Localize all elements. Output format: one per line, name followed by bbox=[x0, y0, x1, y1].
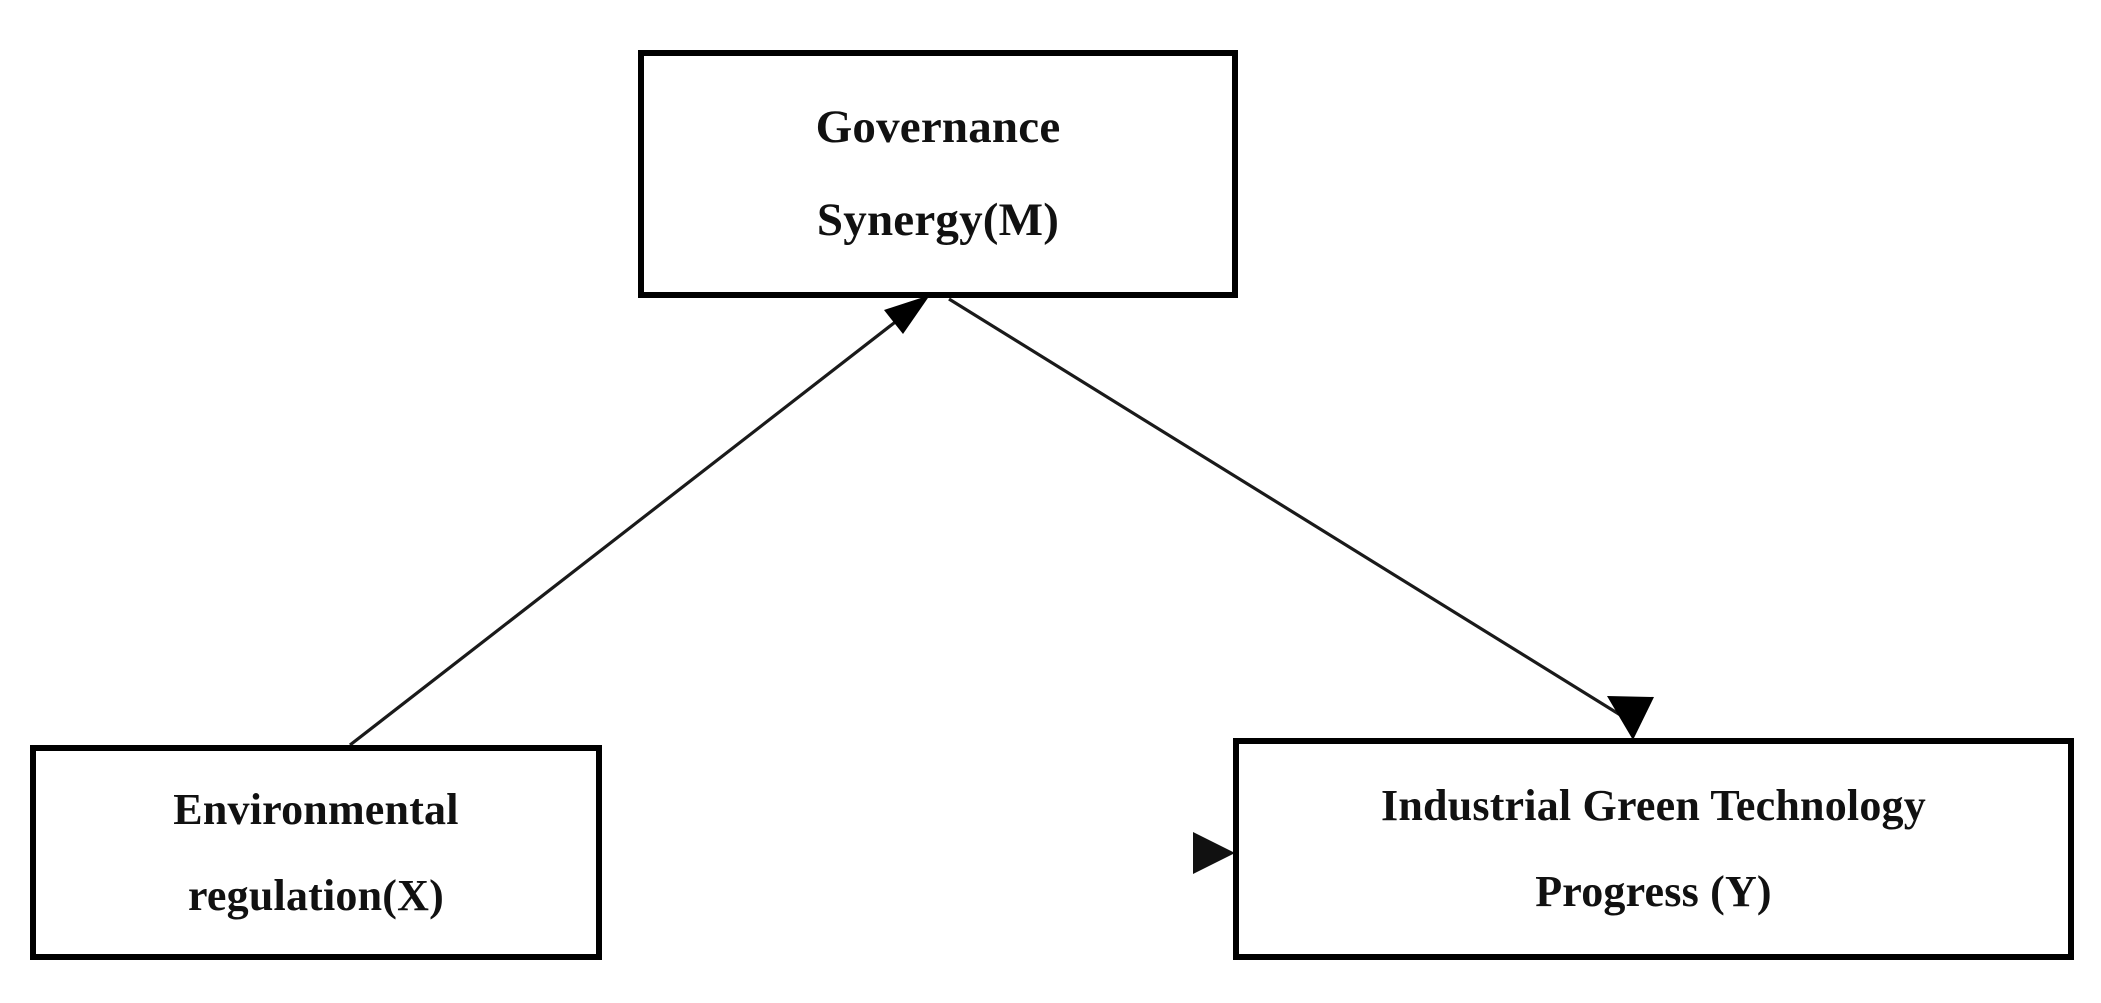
edge-m-to-y-line bbox=[948, 297, 1623, 718]
node-environmental-regulation-line1: Environmental bbox=[173, 784, 459, 834]
edge-x-to-m bbox=[349, 295, 930, 747]
node-industrial-green-technology-progress[interactable]: Industrial Green Technology Progress (Y) bbox=[1233, 738, 2074, 960]
node-governance-synergy-line1: Governance bbox=[815, 101, 1061, 153]
edge-m-to-y bbox=[948, 297, 1654, 740]
node-environmental-regulation[interactable]: Environmental regulation(X) bbox=[30, 745, 602, 960]
edge-x-to-m-arrowhead bbox=[884, 295, 930, 334]
node-industrial-green-technology-progress-line1: Industrial Green Technology bbox=[1381, 781, 1926, 830]
node-governance-synergy[interactable]: Governance Synergy(M) bbox=[638, 50, 1238, 298]
node-environmental-regulation-line2: regulation(X) bbox=[188, 870, 444, 920]
edge-m-to-y-arrowhead bbox=[1607, 696, 1654, 740]
node-industrial-green-technology-progress-line2: Progress (Y) bbox=[1535, 867, 1772, 916]
edge-x-to-y bbox=[604, 832, 1235, 874]
edge-x-to-m-line bbox=[349, 307, 913, 747]
edge-x-to-y-arrowhead bbox=[1193, 832, 1235, 874]
node-governance-synergy-line2: Synergy(M) bbox=[816, 194, 1060, 246]
